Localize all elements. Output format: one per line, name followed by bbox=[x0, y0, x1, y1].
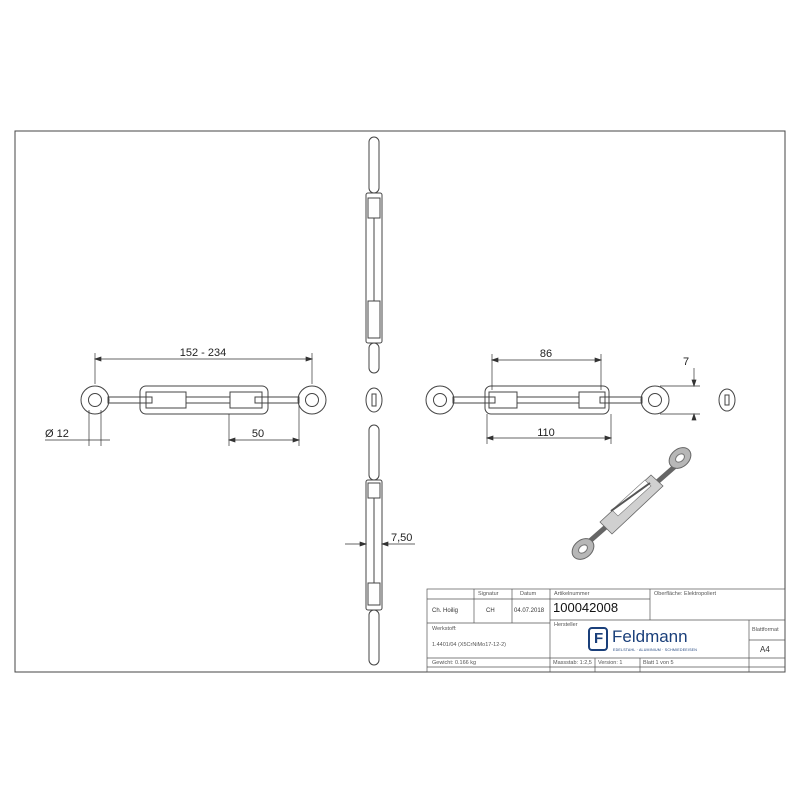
front-view-right-dimensions bbox=[485, 354, 700, 444]
feldmann-logo-letter: F bbox=[594, 630, 604, 647]
front-view-right bbox=[425, 385, 670, 415]
header-signature: Signatur bbox=[478, 591, 499, 597]
version-label: Version: bbox=[598, 660, 618, 666]
header-surface: Oberfläche: Elektropoliert bbox=[654, 591, 716, 597]
dim-side-thickness: 7,50 bbox=[391, 532, 412, 544]
surface-label: Oberfläche: bbox=[654, 591, 683, 597]
material-value: 1.4401/04 (X5CrNiMo17-12-2) bbox=[432, 642, 506, 648]
dim-overall-length: 152 - 234 bbox=[180, 347, 226, 359]
article-number-value: 100042008 bbox=[553, 600, 619, 615]
name-value: Ch. Hoilig bbox=[432, 608, 459, 614]
front-view-left-dimensions bbox=[45, 353, 314, 446]
sheet-value: 1 von 5 bbox=[655, 660, 674, 666]
side-view-vertical bbox=[365, 136, 383, 666]
surface-value: Elektropoliert bbox=[683, 591, 717, 597]
isometric-view bbox=[571, 447, 692, 560]
feldmann-slogan: EDELSTAHL · ALUMINIUM · SCHMIEDEEISEN bbox=[613, 648, 698, 652]
version-field: Version: 1 bbox=[598, 660, 622, 666]
feldmann-logo: F Feldmann EDELSTAHL · ALUMINIUM · SCHMI… bbox=[588, 627, 728, 655]
dim-eye-diameter: Ø 12 bbox=[45, 428, 69, 440]
signature-value: CH bbox=[486, 608, 495, 614]
weight-value: 0.166 kg bbox=[454, 660, 477, 666]
dim-thickness: 7 bbox=[683, 356, 689, 368]
title-block bbox=[426, 588, 786, 673]
drawing-border bbox=[14, 130, 786, 673]
dim-thread-length: 50 bbox=[252, 428, 264, 440]
header-manufacturer: Hersteller bbox=[554, 622, 578, 628]
front-view-left bbox=[80, 385, 327, 415]
scale-field: Massstab: 1:2,5 bbox=[553, 660, 592, 666]
header-date: Datum bbox=[520, 591, 537, 597]
scale-label: Massstab: bbox=[553, 660, 579, 666]
header-article-number: Artikelnummer bbox=[554, 591, 590, 597]
feldmann-logo-mark: F bbox=[588, 627, 608, 651]
sheet-label: Blatt bbox=[643, 660, 655, 666]
version-value: 1 bbox=[619, 660, 623, 666]
dim-body-length: 86 bbox=[540, 348, 552, 360]
sheet-field: Blatt 1 von 5 bbox=[643, 660, 674, 666]
weight-label: Gewicht: bbox=[432, 660, 454, 666]
sheet-format-value: A4 bbox=[760, 645, 770, 654]
end-view-right bbox=[718, 388, 736, 412]
weight-field: Gewicht: 0.166 kg bbox=[432, 660, 476, 666]
header-material: Werkstoff: bbox=[432, 626, 457, 632]
scale-value: 1:2,5 bbox=[579, 660, 592, 666]
dim-body-length-total: 110 bbox=[537, 427, 555, 439]
feldmann-brand-name: Feldmann bbox=[612, 627, 688, 646]
header-sheet-format: Blattformat bbox=[752, 627, 779, 633]
side-view-dimension bbox=[345, 541, 415, 547]
date-value: 04.07.2018 bbox=[514, 608, 545, 614]
